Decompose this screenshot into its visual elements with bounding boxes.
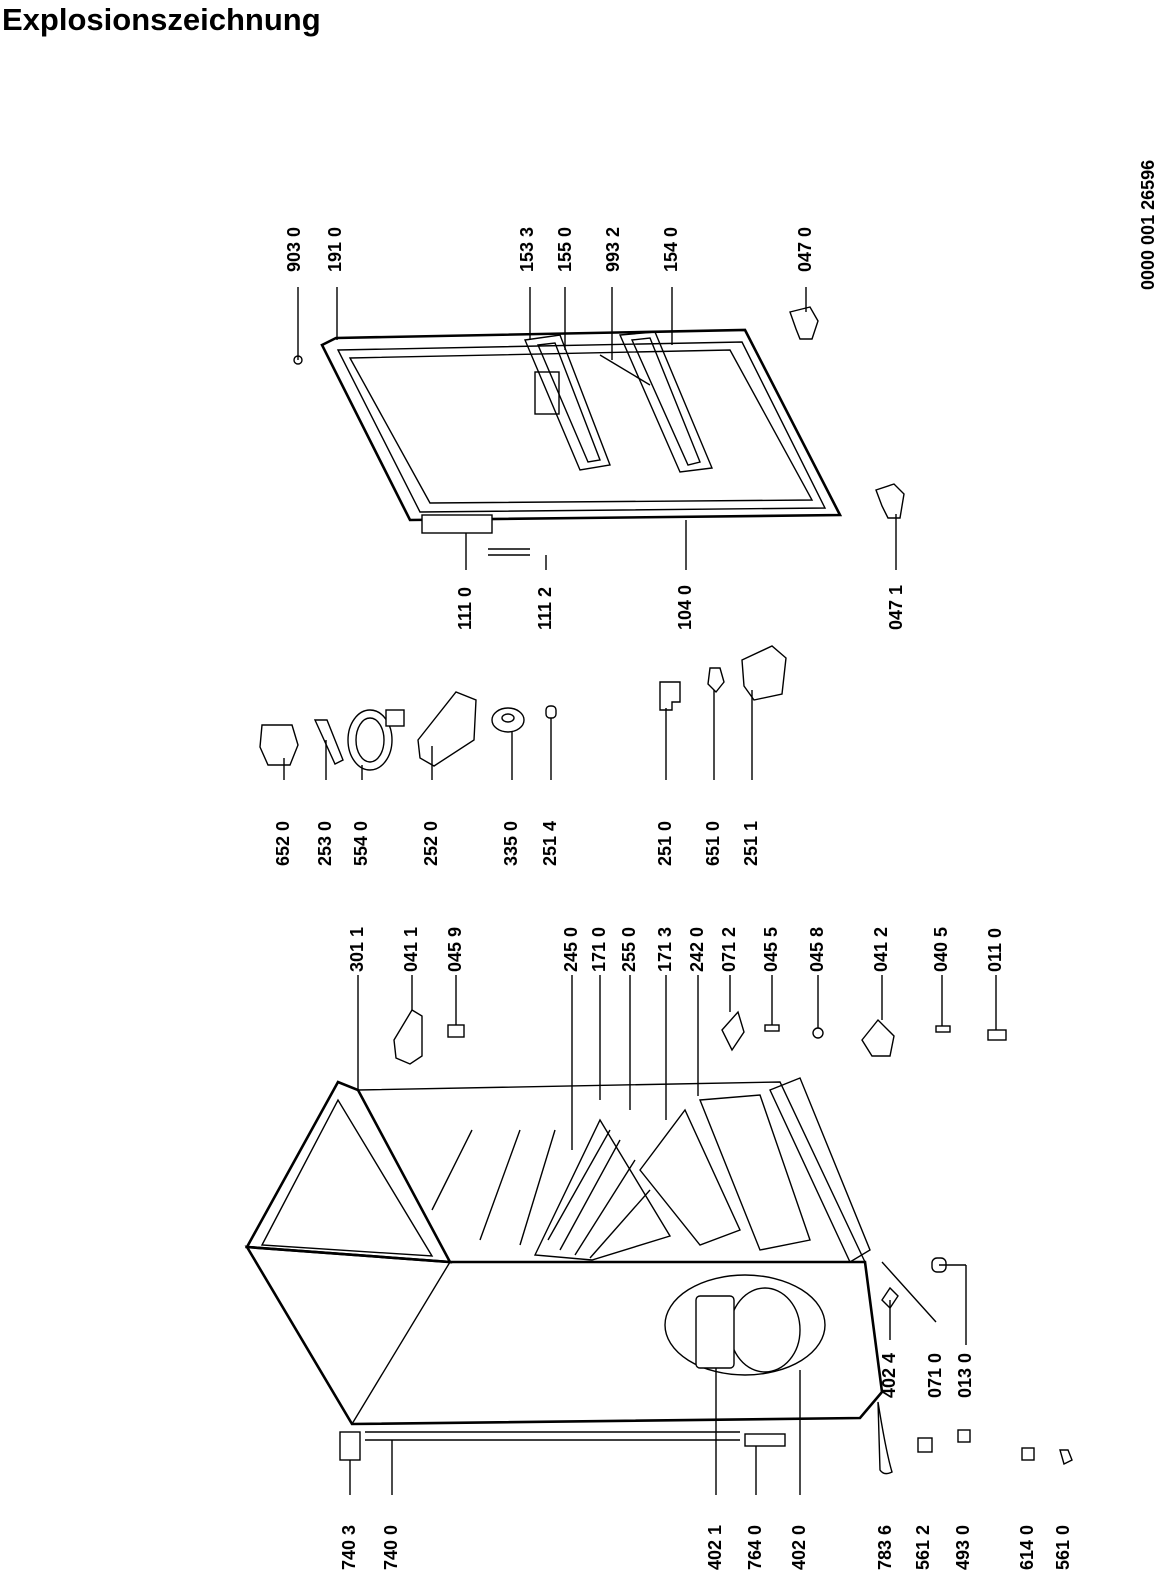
part-label: 335 0 [501, 820, 521, 866]
part-label: 651 0 [703, 820, 723, 866]
part-label: 111 0 [455, 586, 475, 630]
part-label: 301 1 [347, 926, 367, 972]
part-label: 554 0 [351, 820, 371, 866]
part-label: 104 0 [675, 584, 695, 630]
part-label: 153 3 [517, 226, 537, 272]
cabinet-leader-lines [349, 975, 997, 1495]
part-label: 111 2 [535, 586, 555, 630]
part-label: 764 0 [745, 1524, 765, 1570]
part-label: 191 0 [325, 226, 345, 272]
part-label: 047 0 [795, 226, 815, 272]
part-label: 402 4 [879, 1352, 899, 1398]
cabinet-assembly [244, 1077, 884, 1461]
part-label: 493 0 [953, 1524, 973, 1570]
part-label: 045 9 [445, 926, 465, 972]
part-label: 013 0 [955, 1352, 975, 1398]
part-label: 251 1 [741, 820, 761, 866]
part-label: 402 0 [789, 1524, 809, 1570]
part-label: 041 1 [401, 926, 421, 972]
part-label: 245 0 [561, 926, 581, 972]
part-label: 045 5 [761, 926, 781, 972]
part-label: 047 1 [886, 584, 906, 630]
door-leader-lines [297, 287, 897, 570]
part-label: 171 0 [589, 926, 609, 972]
part-label: 561 0 [1053, 1524, 1073, 1570]
part-label: 011 0 [985, 927, 1005, 972]
door-assembly [293, 306, 905, 556]
part-label: 740 0 [381, 1524, 401, 1570]
part-label: 242 0 [687, 926, 707, 972]
part-label: 041 2 [871, 926, 891, 972]
middle-leader-lines [283, 690, 753, 780]
part-label: 071 2 [719, 926, 739, 972]
part-label: 251 4 [540, 820, 560, 866]
part-label: 040 5 [931, 926, 951, 972]
part-label: 402 1 [705, 1524, 725, 1570]
part-label: 740 3 [339, 1524, 359, 1570]
part-label: 252 0 [421, 820, 441, 866]
part-label: 071 0 [925, 1352, 945, 1398]
part-label: 255 0 [619, 926, 639, 972]
part-label: 993 2 [603, 226, 623, 272]
part-label: 253 0 [315, 820, 335, 866]
part-label: 154 0 [661, 226, 681, 272]
control-parts [259, 645, 787, 771]
part-label: 903 0 [284, 226, 304, 272]
cabinet-small-parts [393, 1009, 1073, 1475]
part-label: 652 0 [273, 820, 293, 866]
part-label: 614 0 [1017, 1524, 1037, 1570]
part-label: 045 8 [807, 926, 827, 972]
part-label: 251 0 [655, 820, 675, 866]
part-label: 561 2 [913, 1524, 933, 1570]
part-label: 783 6 [875, 1524, 895, 1570]
page-title: Explosionszeichnung [2, 2, 321, 37]
part-label: 171 3 [655, 926, 675, 972]
part-label: 155 0 [555, 226, 575, 272]
